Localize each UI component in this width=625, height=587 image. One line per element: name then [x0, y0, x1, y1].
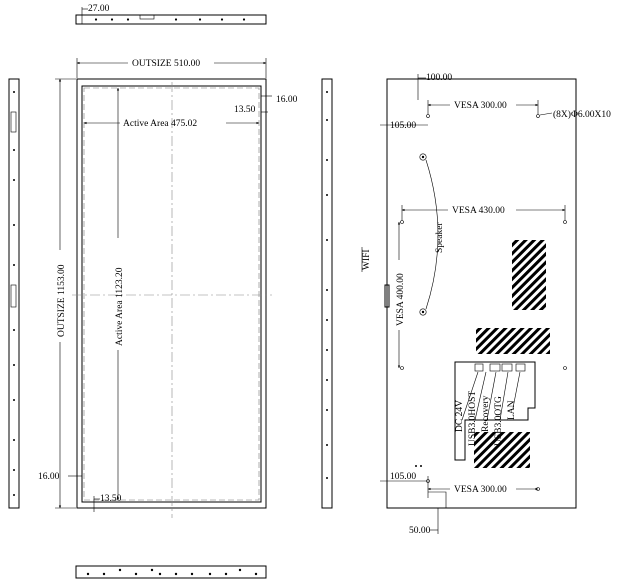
top-side-view: 27.00: [75, 4, 267, 25]
vesa-mid-label: VESA 430.00: [452, 206, 505, 216]
port-lan-label: LAN: [507, 400, 517, 420]
port-usb-otg-label: USB3.0OTG: [494, 396, 504, 446]
top-offset-label: 100.00: [426, 73, 452, 83]
left-offset-top-label: 105.00: [390, 121, 416, 131]
left-side-view: [8, 78, 20, 509]
bezel-side-label: 13.50: [234, 105, 256, 115]
outsize-width-label: OUTSIZE 510.00: [132, 59, 200, 69]
port-usb-host-label: USB3.0HOST: [468, 391, 478, 446]
vent-lower: [474, 432, 530, 468]
bezel-top-label: 16.00: [276, 95, 298, 105]
active-width-label: Active Area 475.02: [123, 119, 197, 129]
io-panel: [454, 361, 536, 461]
wifi-label: WIFI: [362, 249, 372, 270]
port-recovery-label: Recovery: [481, 395, 491, 432]
vesa-bottom-label: VESA 300.00: [454, 485, 507, 495]
port-dc24v-label: DC 24V: [455, 400, 465, 432]
outsize-height-label: OUTSIZE 1153.00: [57, 264, 67, 337]
vesa-top-label: VESA 300.00: [454, 101, 507, 111]
top-thickness-label: 27.00: [88, 4, 110, 14]
right-side-view: [321, 78, 333, 509]
active-height-label: Active Area 1123.20: [115, 267, 125, 346]
screw-spec-label: (8X)Φ6.00X10: [553, 109, 611, 120]
bezel-side-bottom-label: 13.50: [100, 494, 122, 504]
left-offset-bottom-label: 105.00: [390, 472, 416, 482]
bottom-side-view: [75, 565, 267, 579]
bezel-bottom-label: 16.00: [38, 472, 60, 482]
vent-upper: [512, 240, 546, 310]
vesa-vertical-label: VESA 400.00: [396, 273, 406, 326]
rear-view: 100.00 VESA 300.00 (8X)Φ6.00X10 105.00 S…: [361, 73, 611, 536]
speaker-label: Speaker: [435, 222, 445, 253]
front-view: OUTSIZE 510.00 Active Area 475.02 16.00 …: [38, 58, 298, 518]
vent-middle: [476, 328, 550, 354]
bottom-offset-label: 50.00: [409, 526, 431, 536]
